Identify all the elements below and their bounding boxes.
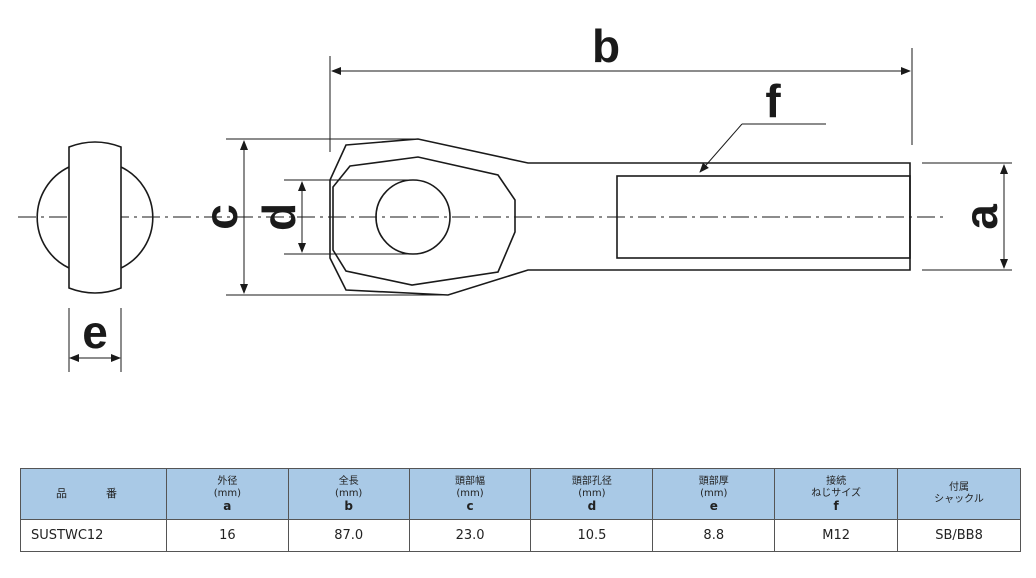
label-b: b [592,20,620,72]
label-d: d [253,203,305,231]
cell-outer-diameter: 16 [165,519,289,552]
dimension-e [68,308,122,372]
dimension-d [284,179,413,255]
dimension-a [922,162,1012,271]
header-shackle: 付属シャックル [897,468,1021,520]
technical-drawing: e b f c d a [18,20,1012,372]
table-header-row: 品 番 外径(mm)a 全長(mm)b 頭部幅(mm)c 頭部孔径(mm)d 頭… [20,468,1021,520]
header-part-number: 品 番 [20,468,167,520]
cell-head-hole-diameter: 10.5 [530,519,654,552]
dimension-c [226,138,448,296]
header-head-hole-diameter: 頭部孔径(mm)d [530,468,654,520]
cell-head-width: 23.0 [408,519,532,552]
label-c: c [195,204,247,230]
cell-shackle: SB/BB8 [897,519,1021,552]
header-head-thickness: 頭部厚(mm)e [652,468,776,520]
cell-total-length: 87.0 [287,519,410,552]
cell-part-number: SUSTWC12 [20,519,167,552]
label-f: f [765,75,781,127]
dimension-b [329,48,913,152]
leader-f [699,123,826,173]
label-e: e [82,306,108,358]
main-part [329,138,911,296]
spec-table: 品 番 外径(mm)a 全長(mm)b 頭部幅(mm)c 頭部孔径(mm)d 頭… [20,468,1021,552]
table-row: SUSTWC12 16 87.0 23.0 10.5 8.8 M12 SB/BB… [20,519,1021,552]
header-total-length: 全長(mm)b [287,468,410,520]
header-outer-diameter: 外径(mm)a [165,468,289,520]
cell-head-thickness: 8.8 [652,519,776,552]
label-a: a [955,204,1007,230]
threaded-bore [616,175,911,259]
cell-thread-size: M12 [774,519,899,552]
side-view [36,141,154,294]
header-head-width: 頭部幅(mm)c [408,468,532,520]
